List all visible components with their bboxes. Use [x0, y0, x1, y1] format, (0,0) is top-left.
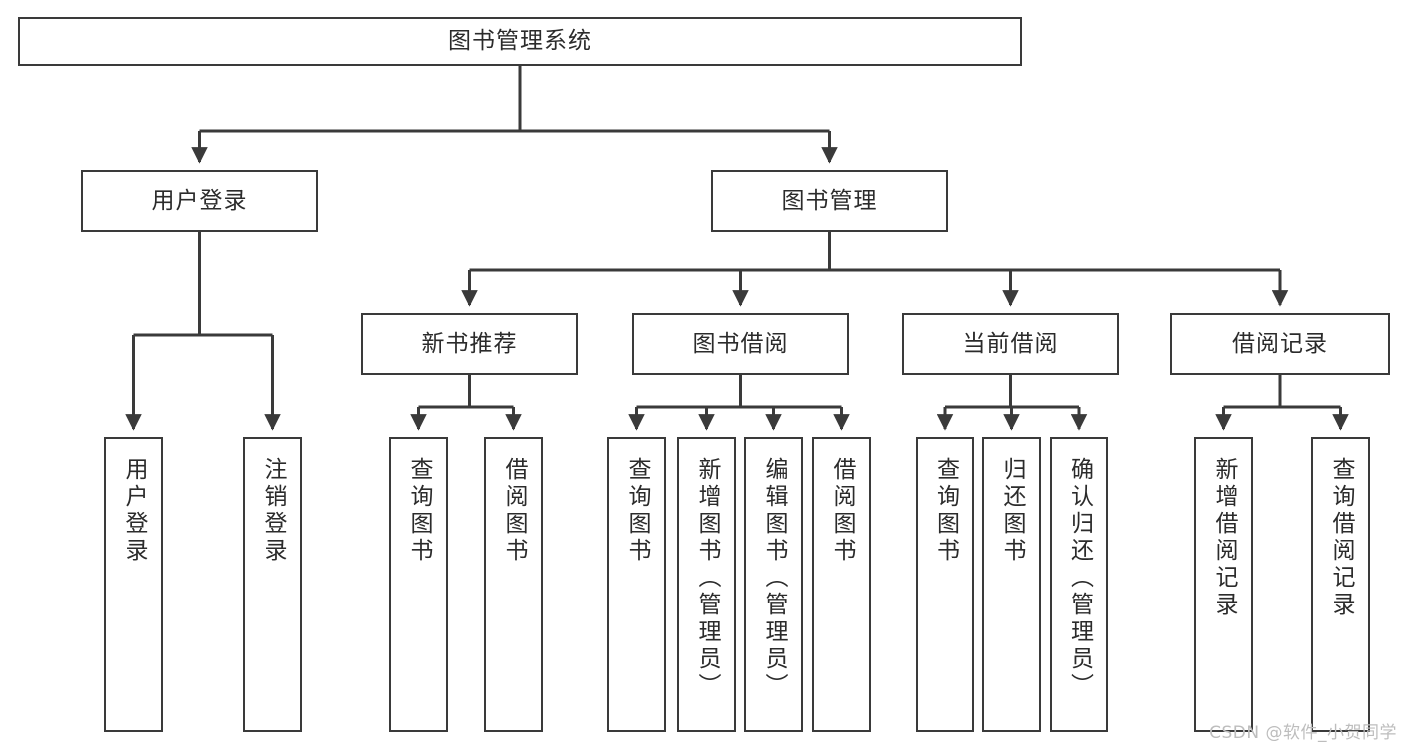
leaf-return-book-label: 归还图书	[999, 457, 1025, 565]
leaf-query-borrow-record-label: 查询借阅记录	[1328, 457, 1354, 619]
leaf-confirm-return-admin-label: 确认归还（管理员）	[1066, 457, 1093, 700]
leaf-borrow-book-recommend-label: 借阅图书	[501, 457, 527, 565]
leaf-query-book-recommend[interactable]: 查询图书	[389, 437, 448, 732]
node-root[interactable]: 图书管理系统	[18, 17, 1022, 66]
node-book-management-label: 图书管理	[781, 187, 878, 214]
node-book-management[interactable]: 图书管理	[711, 170, 948, 232]
leaf-query-book-borrow-label: 查询图书	[624, 457, 650, 565]
leaf-user-login[interactable]: 用户登录	[104, 437, 163, 732]
leaf-add-book-admin[interactable]: 新增图书（管理员）	[677, 437, 736, 732]
node-root-label: 图书管理系统	[448, 28, 592, 54]
leaf-logout-label: 注销登录	[260, 457, 286, 565]
leaf-edit-book-admin-label: 编辑图书（管理员）	[761, 457, 787, 700]
node-book-borrow-label: 图书借阅	[692, 330, 789, 357]
leaf-borrow-book-recommend[interactable]: 借阅图书	[484, 437, 543, 732]
leaf-add-book-admin-label: 新增图书（管理员）	[694, 457, 720, 700]
leaf-query-borrow-record[interactable]: 查询借阅记录	[1311, 437, 1370, 732]
leaf-add-borrow-record-label: 新增借阅记录	[1211, 457, 1237, 619]
node-borrow-records-label: 借阅记录	[1232, 330, 1328, 357]
node-current-borrow-label: 当前借阅	[962, 330, 1059, 357]
leaf-logout[interactable]: 注销登录	[243, 437, 302, 732]
csdn-watermark: CSDN @软件_小贺同学	[1209, 723, 1397, 743]
node-user-login-label: 用户登录	[151, 187, 248, 214]
node-new-book-recommend[interactable]: 新书推荐	[361, 313, 578, 375]
leaf-edit-book-admin[interactable]: 编辑图书（管理员）	[744, 437, 803, 732]
node-new-book-recommend-label: 新书推荐	[421, 330, 518, 357]
leaf-query-book-current[interactable]: 查询图书	[916, 437, 974, 732]
node-borrow-records[interactable]: 借阅记录	[1170, 313, 1390, 375]
leaf-borrow-book-label: 借阅图书	[829, 457, 855, 565]
leaf-add-borrow-record[interactable]: 新增借阅记录	[1194, 437, 1253, 732]
leaf-return-book[interactable]: 归还图书	[982, 437, 1041, 732]
leaf-query-book-recommend-label: 查询图书	[406, 457, 432, 565]
leaf-query-book-current-label: 查询图书	[932, 457, 959, 565]
leaf-borrow-book[interactable]: 借阅图书	[812, 437, 871, 732]
leaf-user-login-label: 用户登录	[121, 457, 147, 565]
node-current-borrow[interactable]: 当前借阅	[902, 313, 1119, 375]
node-user-login[interactable]: 用户登录	[81, 170, 318, 232]
leaf-confirm-return-admin[interactable]: 确认归还（管理员）	[1050, 437, 1108, 732]
node-book-borrow[interactable]: 图书借阅	[632, 313, 849, 375]
leaf-query-book-borrow[interactable]: 查询图书	[607, 437, 666, 732]
